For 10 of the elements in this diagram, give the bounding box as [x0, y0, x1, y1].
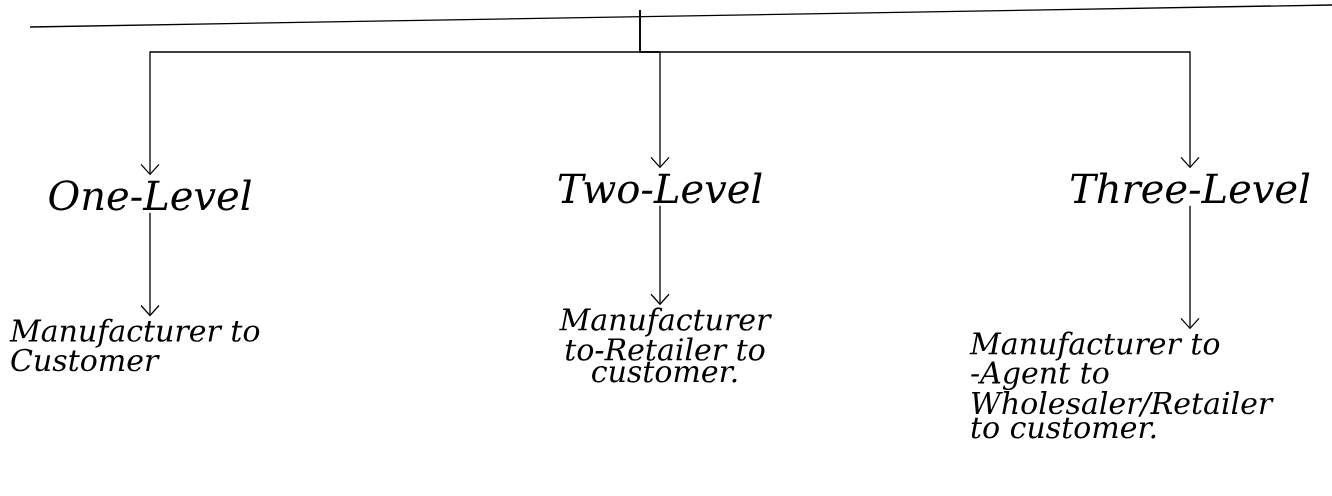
level-heading: Three-Level [1071, 172, 1310, 204]
channel-text: Manufacturer to-Retailer to customer. [559, 307, 772, 383]
channel-text: Manufacturer to Customer [9, 318, 260, 372]
channel-text: Manufacturer to -Agent to Wholesaler/Retailer to customer. [969, 331, 1274, 439]
arrow [140, 212, 160, 317]
arrow [639, 9, 1200, 169]
arrow [1180, 205, 1200, 330]
level-heading: One-Level [49, 179, 251, 211]
level-heading: Two-Level [558, 172, 762, 204]
arrow [650, 205, 670, 306]
